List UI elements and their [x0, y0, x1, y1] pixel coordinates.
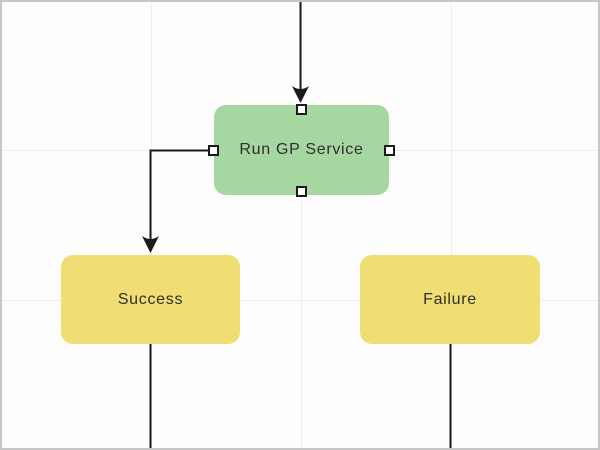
connector-incoming-top[interactable]: [292, 2, 309, 103]
connection-handle-bottom[interactable]: [296, 186, 307, 197]
node-label: Run GP Service: [239, 141, 364, 158]
grid-line-horizontal: [2, 300, 598, 301]
arrowhead-down-icon: [292, 86, 309, 103]
connection-handle-right[interactable]: [384, 144, 395, 156]
node-success[interactable]: Success: [61, 255, 240, 344]
node-failure[interactable]: Failure: [360, 255, 540, 344]
connection-handle-top[interactable]: [296, 104, 307, 115]
node-label: Success: [117, 290, 184, 308]
node-label: Failure: [423, 290, 477, 308]
grid-line-vertical: [301, 2, 302, 448]
connection-handle-left[interactable]: [208, 144, 219, 156]
grid-line-vertical: [451, 2, 452, 448]
connector-run-gp-to-success[interactable]: [142, 149, 208, 254]
arrowhead-down-icon: [142, 236, 159, 253]
node-run-gp-service[interactable]: Run GP Service: [208, 104, 395, 197]
